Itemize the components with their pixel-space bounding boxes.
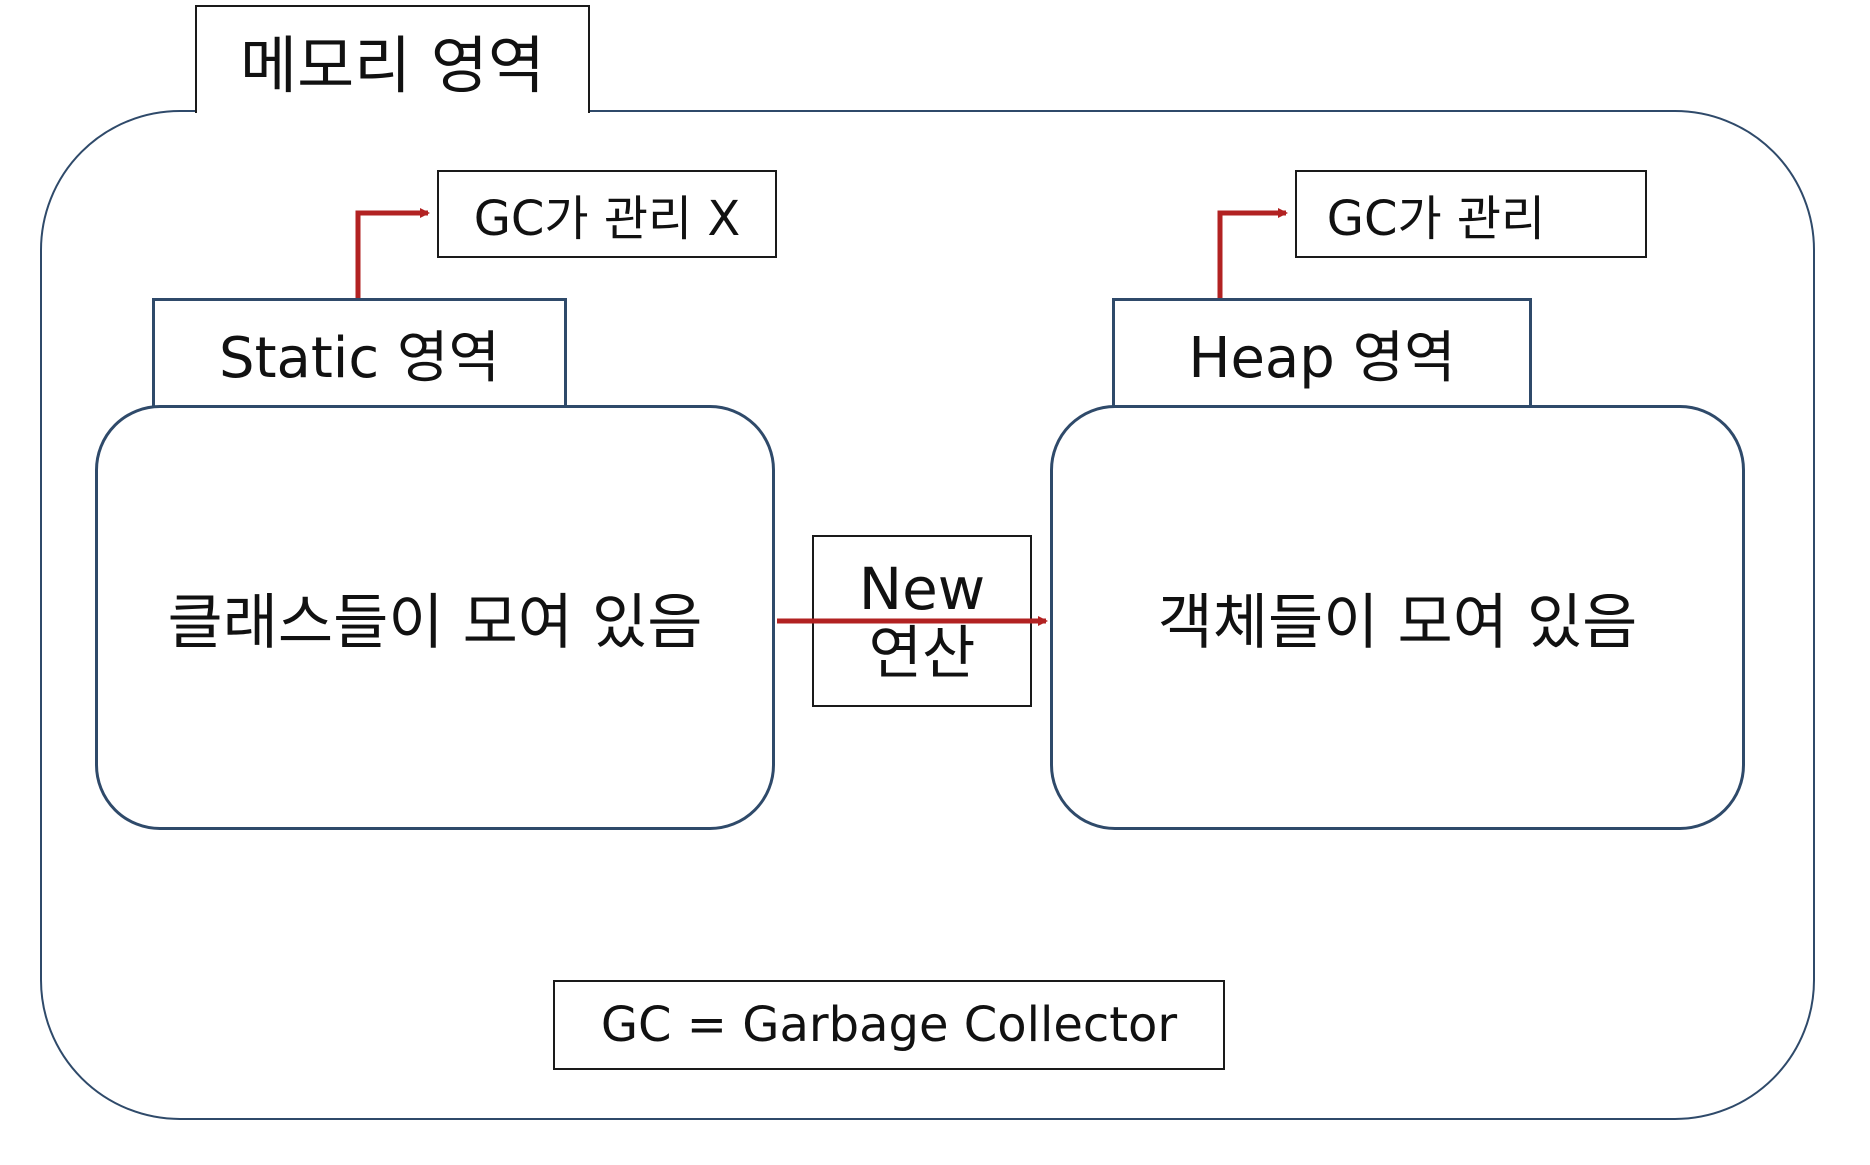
gc-legend-box: GC = Garbage Collector bbox=[553, 980, 1225, 1070]
heap-area-box: 객체들이 모여 있음 bbox=[1050, 405, 1745, 830]
memory-title: 메모리 영역 bbox=[240, 29, 545, 102]
static-area-content: 클래스들이 모여 있음 bbox=[167, 588, 703, 658]
static-title: Static 영역 bbox=[219, 326, 500, 391]
memory-title-tab: 메모리 영역 bbox=[195, 5, 590, 113]
static-gc-note: GC가 관리 X bbox=[437, 170, 777, 258]
heap-gc-arrow bbox=[1217, 208, 1288, 298]
new-operation-line1: New bbox=[858, 555, 986, 623]
heap-gc-note: GC가 관리 bbox=[1295, 170, 1647, 258]
heap-gc-note-text: GC가 관리 bbox=[1326, 191, 1546, 247]
static-gc-arrow bbox=[355, 208, 430, 298]
static-gc-note-text: GC가 관리 X bbox=[473, 191, 741, 247]
new-operation-line2: 연산 bbox=[868, 619, 976, 687]
heap-area-content: 객체들이 모여 있음 bbox=[1157, 588, 1638, 658]
static-area-box: 클래스들이 모여 있음 bbox=[95, 405, 775, 830]
static-title-tab: Static 영역 bbox=[152, 298, 567, 406]
heap-title-tab: Heap 영역 bbox=[1112, 298, 1532, 406]
heap-title: Heap 영역 bbox=[1188, 326, 1456, 391]
gc-legend-text: GC = Garbage Collector bbox=[600, 997, 1178, 1053]
